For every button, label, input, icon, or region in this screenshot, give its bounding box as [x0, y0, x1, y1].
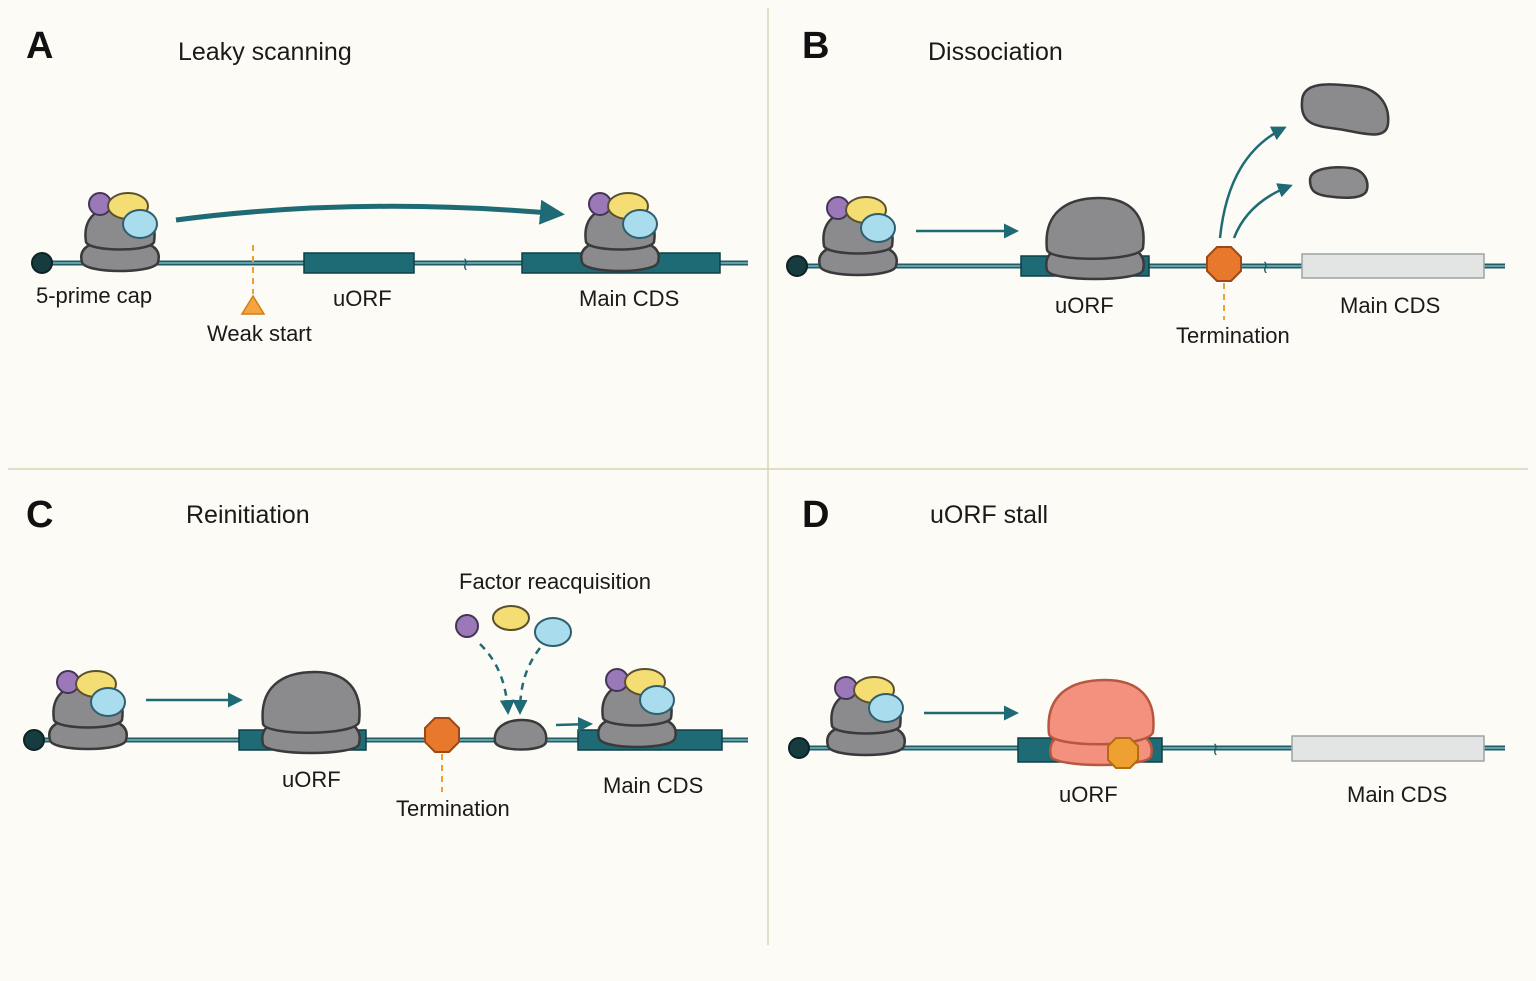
scanning-complex	[580, 191, 660, 273]
panel-d-letter: D	[802, 494, 829, 536]
scanning-complex	[48, 669, 128, 751]
dissociation-arrow-large	[1218, 126, 1287, 239]
termination-label: Termination	[396, 796, 510, 821]
mrna-break-icon: ≀	[1262, 257, 1269, 278]
cap-label: 5-prime cap	[36, 283, 152, 308]
uorf-label: uORF	[333, 286, 392, 311]
panel-b-title: Dissociation	[928, 38, 1063, 66]
ribosome-80s	[1045, 196, 1145, 281]
uorf-label: uORF	[1059, 782, 1118, 807]
panel-c-title: Reinitiation	[186, 501, 310, 529]
small-subunit	[493, 718, 548, 751]
panel-c-letter: C	[26, 494, 53, 536]
small-subunit	[1308, 166, 1369, 199]
mrna-break-icon: ≀	[462, 254, 469, 275]
factor-arrow-right	[512, 647, 541, 715]
reinitiation-arrow	[555, 716, 593, 732]
five-prime-cap-icon	[31, 252, 53, 274]
weak-start-icon	[240, 294, 266, 315]
termination-label: Termination	[1176, 323, 1290, 348]
uorf-label: uORF	[282, 767, 341, 792]
five-prime-cap-icon	[788, 737, 810, 759]
factor-arrow-left	[479, 643, 515, 715]
stalled-stop-icon	[1107, 737, 1139, 769]
main-cds-label: Main CDS	[579, 286, 679, 311]
scanning-complex	[80, 191, 160, 273]
panel-b: B Dissociation ≀ uORF Termination Main C…	[786, 25, 1505, 348]
main-cds-box	[1301, 253, 1485, 279]
factor-cyan	[534, 617, 572, 647]
factor-reacquisition-label: Factor reacquisition	[459, 569, 651, 594]
uorf-label: uORF	[1055, 293, 1114, 318]
weak-start-label: Weak start	[207, 321, 312, 346]
large-subunit	[1300, 83, 1390, 136]
scanning-complex	[818, 195, 898, 277]
factor-yellow	[492, 605, 530, 631]
main-cds-box	[1291, 735, 1485, 762]
main-cds-label: Main CDS	[1340, 293, 1440, 318]
dissociation-arrow-small	[1232, 183, 1293, 239]
ribosome-80s	[261, 670, 361, 755]
panel-d: D uORF stall ≀ uORF Main CDS	[788, 494, 1505, 807]
main-cds-label: Main CDS	[603, 773, 703, 798]
main-cds-label: Main CDS	[1347, 782, 1447, 807]
stop-codon-icon	[424, 717, 460, 753]
panel-a-title: Leaky scanning	[178, 38, 352, 66]
five-prime-cap-icon	[23, 729, 45, 751]
mrna-break-icon: ≀	[1212, 739, 1219, 760]
panel-b-letter: B	[802, 25, 829, 67]
panel-d-title: uORF stall	[930, 501, 1048, 529]
five-prime-cap-icon	[786, 255, 808, 277]
scanning-complex	[597, 667, 677, 749]
uorf-box	[303, 252, 415, 274]
panel-c: C Reinitiation Factor reacquisition uORF…	[23, 494, 748, 821]
scanning-arrow	[175, 199, 565, 225]
panel-a-letter: A	[26, 25, 53, 67]
panel-a: A Leaky scanning ≀ 5-prime cap Weak star…	[26, 25, 748, 346]
scanning-complex	[826, 675, 906, 757]
factor-purple	[455, 614, 479, 638]
stop-codon-icon	[1206, 246, 1242, 282]
